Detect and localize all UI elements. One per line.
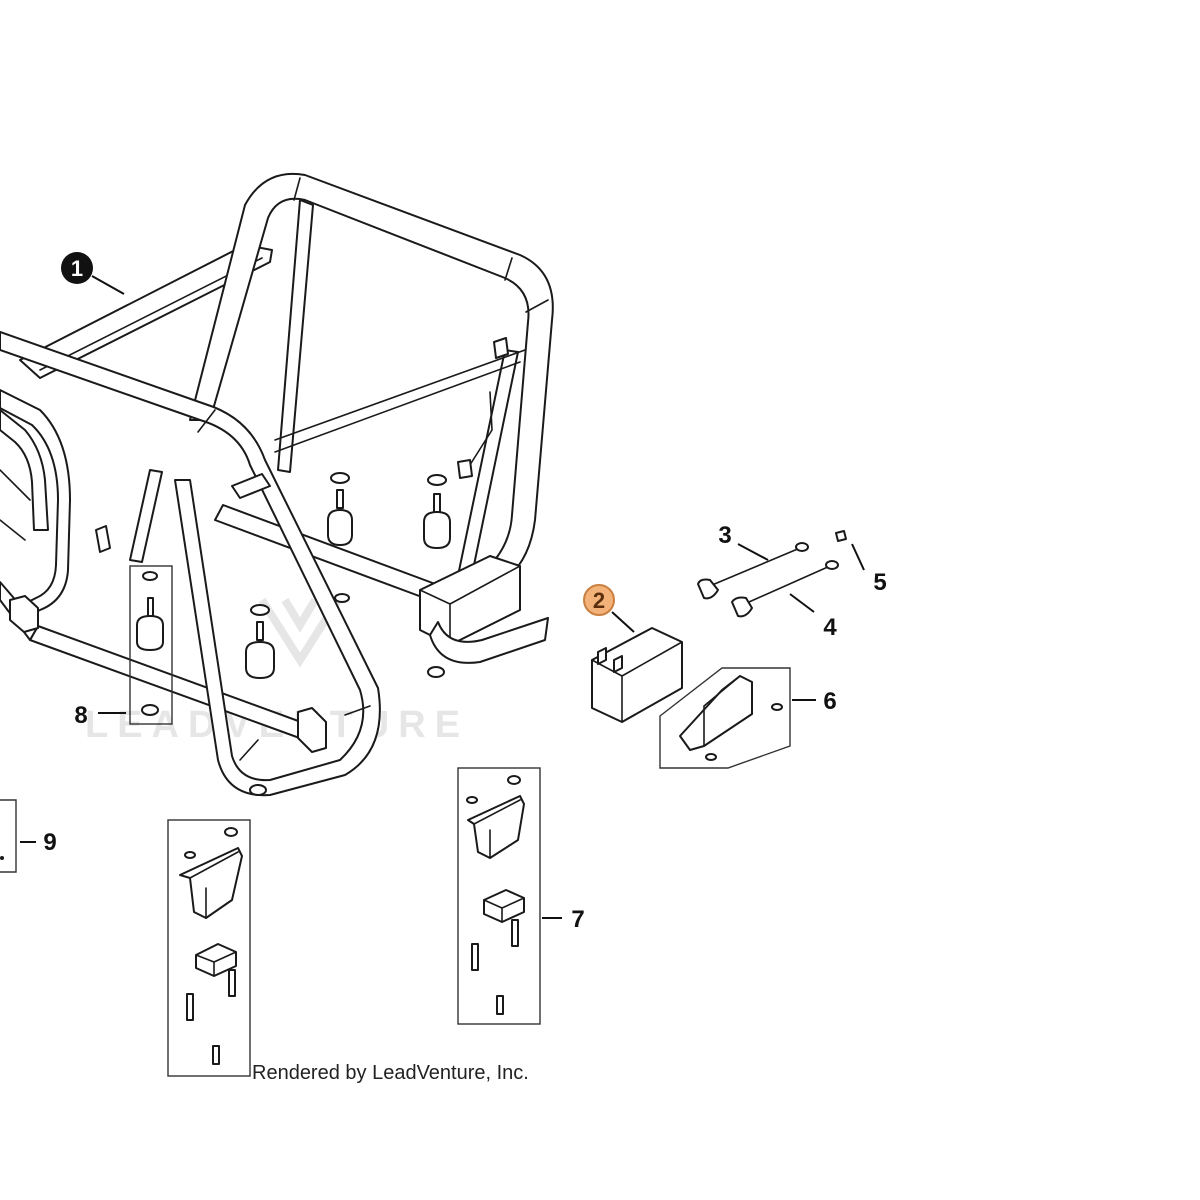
- callout-2-label: 2: [593, 588, 605, 613]
- bolt-5[interactable]: [835, 530, 847, 542]
- callout-5[interactable]: 5: [873, 569, 886, 596]
- render-credit: Rendered by LeadVenture, Inc.: [252, 1062, 529, 1084]
- callout-8[interactable]: 8: [74, 702, 87, 729]
- callout-9[interactable]: 9: [43, 829, 56, 856]
- callout-4[interactable]: 4: [823, 614, 837, 641]
- bracket-kit-7[interactable]: [457, 767, 541, 1025]
- callout-7[interactable]: 7: [571, 906, 584, 933]
- callout-6[interactable]: 6: [823, 688, 836, 715]
- callout-leaders: [20, 275, 865, 919]
- callout-3[interactable]: 3: [718, 522, 731, 549]
- callout-1-label: 1: [71, 256, 83, 281]
- battery-2[interactable]: [591, 627, 683, 723]
- frame-assembly[interactable]: [0, 172, 554, 797]
- callout-1[interactable]: 1: [61, 252, 93, 284]
- battery-cables-3-4[interactable]: [697, 542, 839, 618]
- part-9-kit[interactable]: [0, 799, 17, 873]
- frame-mounts: [245, 472, 451, 796]
- bracket-kit-bottom[interactable]: [167, 819, 251, 1077]
- mount-kit-8[interactable]: [129, 565, 173, 725]
- bracket-kit-6[interactable]: [659, 667, 791, 769]
- callout-2[interactable]: 2: [583, 584, 615, 616]
